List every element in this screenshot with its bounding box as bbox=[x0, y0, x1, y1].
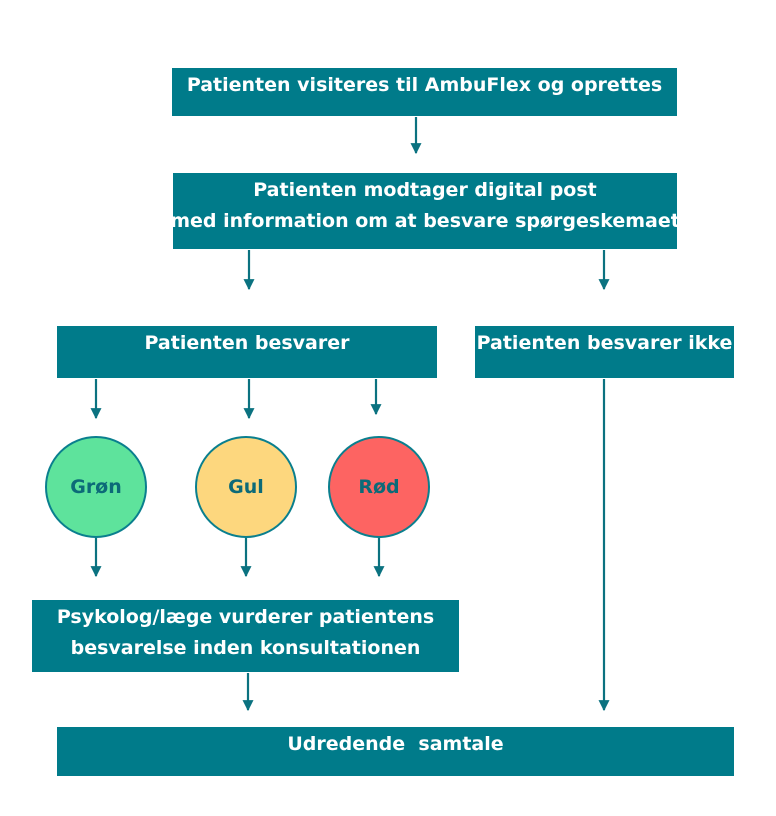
box-interview-text: Udredende samtale bbox=[287, 733, 504, 755]
circle-red-label: Rød bbox=[358, 476, 400, 498]
box-assessment: Psykolog/læge vurderer patientens besvar… bbox=[32, 600, 459, 672]
circle-yellow: Gul bbox=[195, 436, 297, 538]
box-digital-post-line1: Patienten modtager digital post bbox=[253, 179, 597, 201]
box-patient-answers-text: Patienten besvarer bbox=[144, 332, 350, 354]
circle-yellow-label: Gul bbox=[228, 476, 264, 498]
box-visit-text: Patienten visiteres til AmbuFlex og opre… bbox=[186, 74, 663, 96]
box-assessment-line2: besvarelse inden konsultationen bbox=[70, 637, 421, 659]
box-digital-post-line2: med information om at besvare spørgeskem… bbox=[170, 210, 680, 232]
box-patient-no-answer-text: Patienten besvarer ikke bbox=[476, 332, 733, 354]
circle-red: Rød bbox=[328, 436, 430, 538]
box-interview: Udredende samtale bbox=[57, 727, 734, 776]
box-digital-post: Patienten modtager digital post med info… bbox=[170, 173, 680, 249]
box-assessment-line1: Psykolog/læge vurderer patientens bbox=[56, 606, 435, 628]
circle-green-label: Grøn bbox=[70, 476, 122, 498]
circle-green: Grøn bbox=[45, 436, 147, 538]
box-patient-answers: Patienten besvarer bbox=[57, 326, 437, 378]
box-visit: Patienten visiteres til AmbuFlex og opre… bbox=[172, 68, 677, 116]
box-patient-no-answer: Patienten besvarer ikke bbox=[475, 326, 734, 378]
